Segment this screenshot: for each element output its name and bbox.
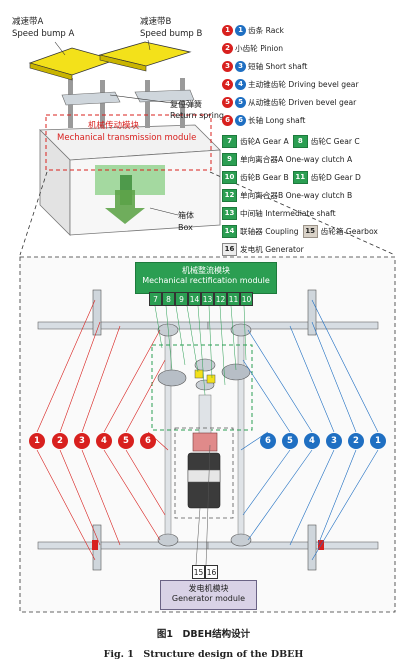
legend-row-7: 7 齿轮A Gear A 8 齿轮C Gear C	[222, 133, 360, 149]
legend-text: 从动锥齿轮 Driven bevel gear	[248, 97, 357, 107]
right-circle: 5	[282, 433, 298, 449]
left-circle: 4	[96, 433, 112, 449]
legend-text: 主动锥齿轮 Driving bevel gear	[248, 79, 359, 89]
legend-num-blue: 3	[235, 60, 246, 72]
box-cn: 箱体	[178, 211, 194, 220]
legend-row-9: 10 齿轮B Gear B 11 齿轮D Gear D	[222, 169, 361, 185]
legend-row-11: 13 中间轴 Intermediate shaft	[222, 205, 336, 221]
left-circle: 1	[29, 433, 45, 449]
rect-num: 9	[175, 292, 188, 306]
left-circle: 2	[52, 433, 68, 449]
legend-text: 齿轮D Gear D	[310, 172, 361, 182]
legend-num-blue: 6	[235, 114, 246, 126]
legend-text: 齿轮C Gear C	[310, 136, 360, 146]
rectification-title-cn: 机械整流模块	[182, 266, 230, 275]
legend-num-gray: 16	[222, 242, 237, 256]
right-circle: 6	[260, 433, 276, 449]
legend-num-green: 9	[222, 152, 237, 166]
legend-num-green: 14	[222, 224, 237, 238]
right-circle: 1	[370, 433, 386, 449]
legend-text: 齿轮B Gear B	[240, 172, 289, 182]
legend-num-red: 5	[222, 96, 233, 108]
legend-text: 单向离合器A One-way clutch A	[240, 154, 353, 164]
left-circle: 6	[140, 433, 156, 449]
legend-num-red: 3	[222, 60, 233, 72]
legend-num-red: 2	[222, 42, 233, 54]
rect-num: 7	[149, 292, 162, 306]
rect-num: 14	[188, 292, 201, 306]
right-circle: 3	[326, 433, 342, 449]
figure-caption-cn: 图1 DBEH结构设计	[156, 629, 251, 640]
legend-num-green: 11	[292, 170, 308, 184]
legend-num-blue: 1	[235, 24, 246, 36]
generator-title-cn: 发电机模块	[188, 584, 229, 593]
rectification-title-en: Mechanical rectification module	[142, 275, 270, 285]
legend-num-green: 12	[222, 188, 237, 202]
generator-module-box: 发电机模块 Generator module	[160, 580, 257, 610]
legend-num-blue: 5	[235, 96, 246, 108]
mech-transmission-cn: 机械传动模块	[88, 121, 140, 131]
legend-num-green: 8	[292, 134, 308, 148]
speed-bump-b-en: Speed bump B	[140, 29, 203, 39]
right-circle: 2	[348, 433, 364, 449]
legend-text: 单向离合器B One-way clutch B	[240, 190, 353, 200]
rectification-module-box: 机械整流模块 Mechanical rectification module	[135, 262, 277, 294]
speed-bump-a-cn: 减速带A	[12, 17, 44, 27]
legend-text: 齿条 Rack	[248, 25, 284, 35]
legend-num-green: 10	[222, 170, 237, 184]
generator-title-en: Generator module	[171, 593, 246, 603]
legend-num-red: 1	[222, 24, 233, 36]
legend-num-blue: 4	[235, 78, 246, 90]
left-circle: 3	[74, 433, 90, 449]
mech-transmission-en: Mechanical transmission module	[57, 133, 197, 143]
legend-row-5: 5 5 从动锥齿轮 Driven bevel gear	[222, 94, 356, 110]
rect-num: 10	[240, 292, 253, 306]
gen-num: 16	[205, 565, 218, 579]
legend-text: 长轴 Long shaft	[248, 115, 306, 125]
speed-bump-a-en: Speed bump A	[12, 29, 75, 39]
legend-text: 发电机 Generator	[240, 244, 304, 254]
left-circle: 5	[118, 433, 134, 449]
legend-row-2: 2 小齿轮 Pinion	[222, 40, 283, 56]
legend-num-red: 4	[222, 78, 233, 90]
return-spring-en: Return spring	[170, 111, 224, 120]
legend-row-8: 9 单向离合器A One-way clutch A	[222, 151, 352, 167]
rect-num: 8	[162, 292, 175, 306]
legend-row-13: 16 发电机 Generator	[222, 241, 304, 257]
legend-row-6: 6 6 长轴 Long shaft	[222, 112, 305, 128]
right-circle: 4	[304, 433, 320, 449]
legend-row-4: 4 4 主动锥齿轮 Driving bevel gear	[222, 76, 359, 92]
legend-text: 联轴器 Coupling	[240, 226, 299, 236]
rect-num: 13	[201, 292, 214, 306]
return-spring-cn: 复位弹簧	[170, 100, 202, 109]
legend-num-red: 6	[222, 114, 233, 126]
legend-row-12: 14 联轴器 Coupling 15 齿轮箱 Gearbox	[222, 223, 378, 239]
figure-caption-en: Fig. 1 Structure design of the DBEH	[103, 649, 304, 660]
generator-number-bar: 15 16	[192, 565, 218, 579]
legend-text: 小齿轮 Pinion	[235, 43, 284, 53]
speed-bump-b-cn: 减速带B	[140, 17, 172, 27]
rect-num: 11	[227, 292, 240, 306]
legend-text: 齿轮箱 Gearbox	[320, 226, 378, 236]
rectification-number-bar: 7 8 9 14 13 12 11 10	[149, 292, 253, 306]
legend-num-green: 13	[222, 206, 237, 220]
legend-row-10: 12 单向离合器B One-way clutch B	[222, 187, 352, 203]
box-en: Box	[178, 223, 193, 232]
legend-num-green: 7	[222, 134, 237, 148]
rect-num: 12	[214, 292, 227, 306]
legend-row-1: 1 1 齿条 Rack	[222, 22, 284, 38]
legend-num-tan: 15	[302, 224, 318, 238]
legend-text: 中间轴 Intermediate shaft	[240, 208, 336, 218]
gen-num: 15	[192, 565, 205, 579]
legend-text: 短轴 Short shaft	[248, 61, 308, 71]
legend-row-3: 3 3 短轴 Short shaft	[222, 58, 307, 74]
legend-text: 齿轮A Gear A	[240, 136, 289, 146]
